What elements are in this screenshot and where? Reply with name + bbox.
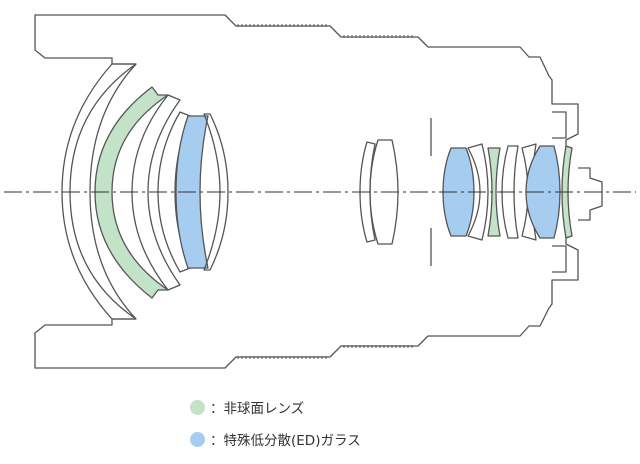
barrel-outline-top bbox=[45, 14, 579, 165]
lens-element-8 bbox=[369, 139, 399, 245]
barrel-outline-bottom bbox=[45, 218, 579, 369]
focus-ring-ticks-bottom bbox=[237, 356, 327, 359]
lens-element-3 bbox=[131, 94, 181, 291]
ed-glass-swatch-icon bbox=[190, 431, 205, 447]
internal-step-bottom bbox=[552, 111, 567, 139]
focus-ring-ticks-top bbox=[237, 24, 327, 27]
zoom-ring-ticks-top bbox=[343, 35, 413, 38]
barrel-front-step-bottom bbox=[34, 318, 136, 369]
legend-ed-glass-label: ：特殊低分散(ED)ガラス bbox=[210, 433, 361, 449]
lens-element-6 bbox=[203, 113, 229, 271]
lens-element-10 bbox=[467, 143, 489, 241]
aspherical-swatch-icon bbox=[190, 399, 205, 415]
lens-element-12 bbox=[501, 145, 519, 239]
lens-element-9-ed bbox=[442, 147, 475, 237]
rear-mount bbox=[578, 167, 603, 221]
legend-aspherical-label: ：非球面レンズ bbox=[210, 401, 305, 417]
legend-aspherical: ：非球面レンズ bbox=[190, 396, 304, 418]
legend-ed-glass: ：特殊低分散(ED)ガラス bbox=[190, 428, 361, 450]
internal-step-top bbox=[552, 245, 567, 273]
lens-element-1 bbox=[61, 63, 137, 320]
barrel-front-step-top bbox=[34, 14, 136, 65]
lens-element-11-aspherical bbox=[487, 147, 501, 237]
zoom-ring-ticks-bottom bbox=[343, 345, 413, 348]
